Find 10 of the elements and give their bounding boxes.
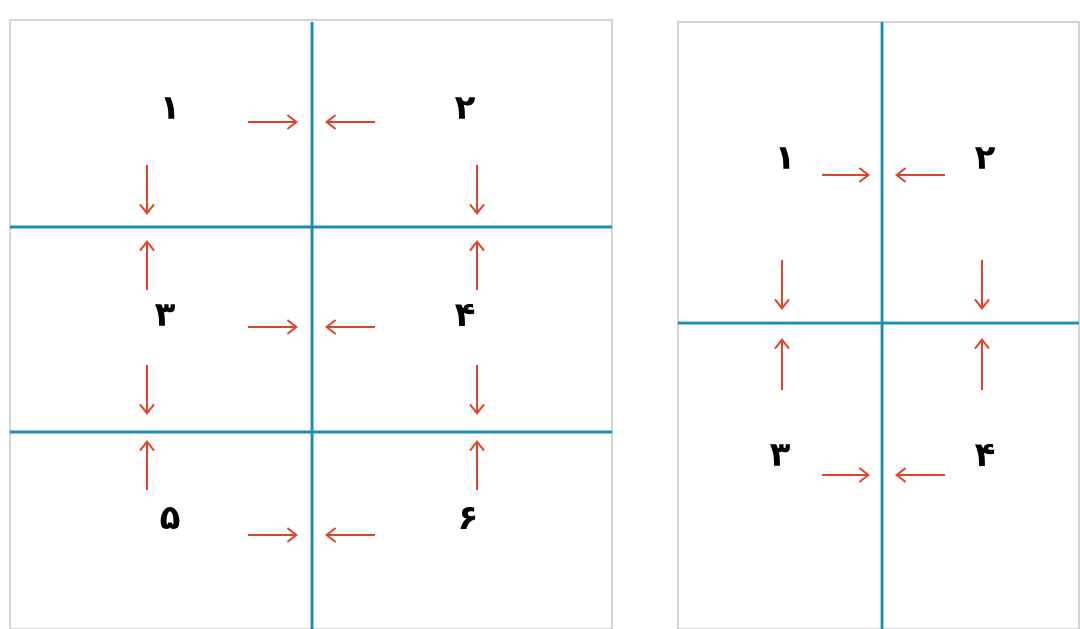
number-label: ۳	[770, 444, 790, 466]
number-label: ۲	[975, 147, 995, 169]
number-label: ۳	[155, 304, 175, 326]
number-label: ۲	[455, 97, 475, 119]
number-label: ۴	[455, 303, 475, 327]
number-label: ۶	[460, 507, 476, 529]
number-label: ۱	[164, 97, 175, 119]
number-label: ۱	[779, 147, 790, 169]
number-label: ۴	[975, 443, 995, 467]
number-label: ۵	[160, 506, 180, 530]
